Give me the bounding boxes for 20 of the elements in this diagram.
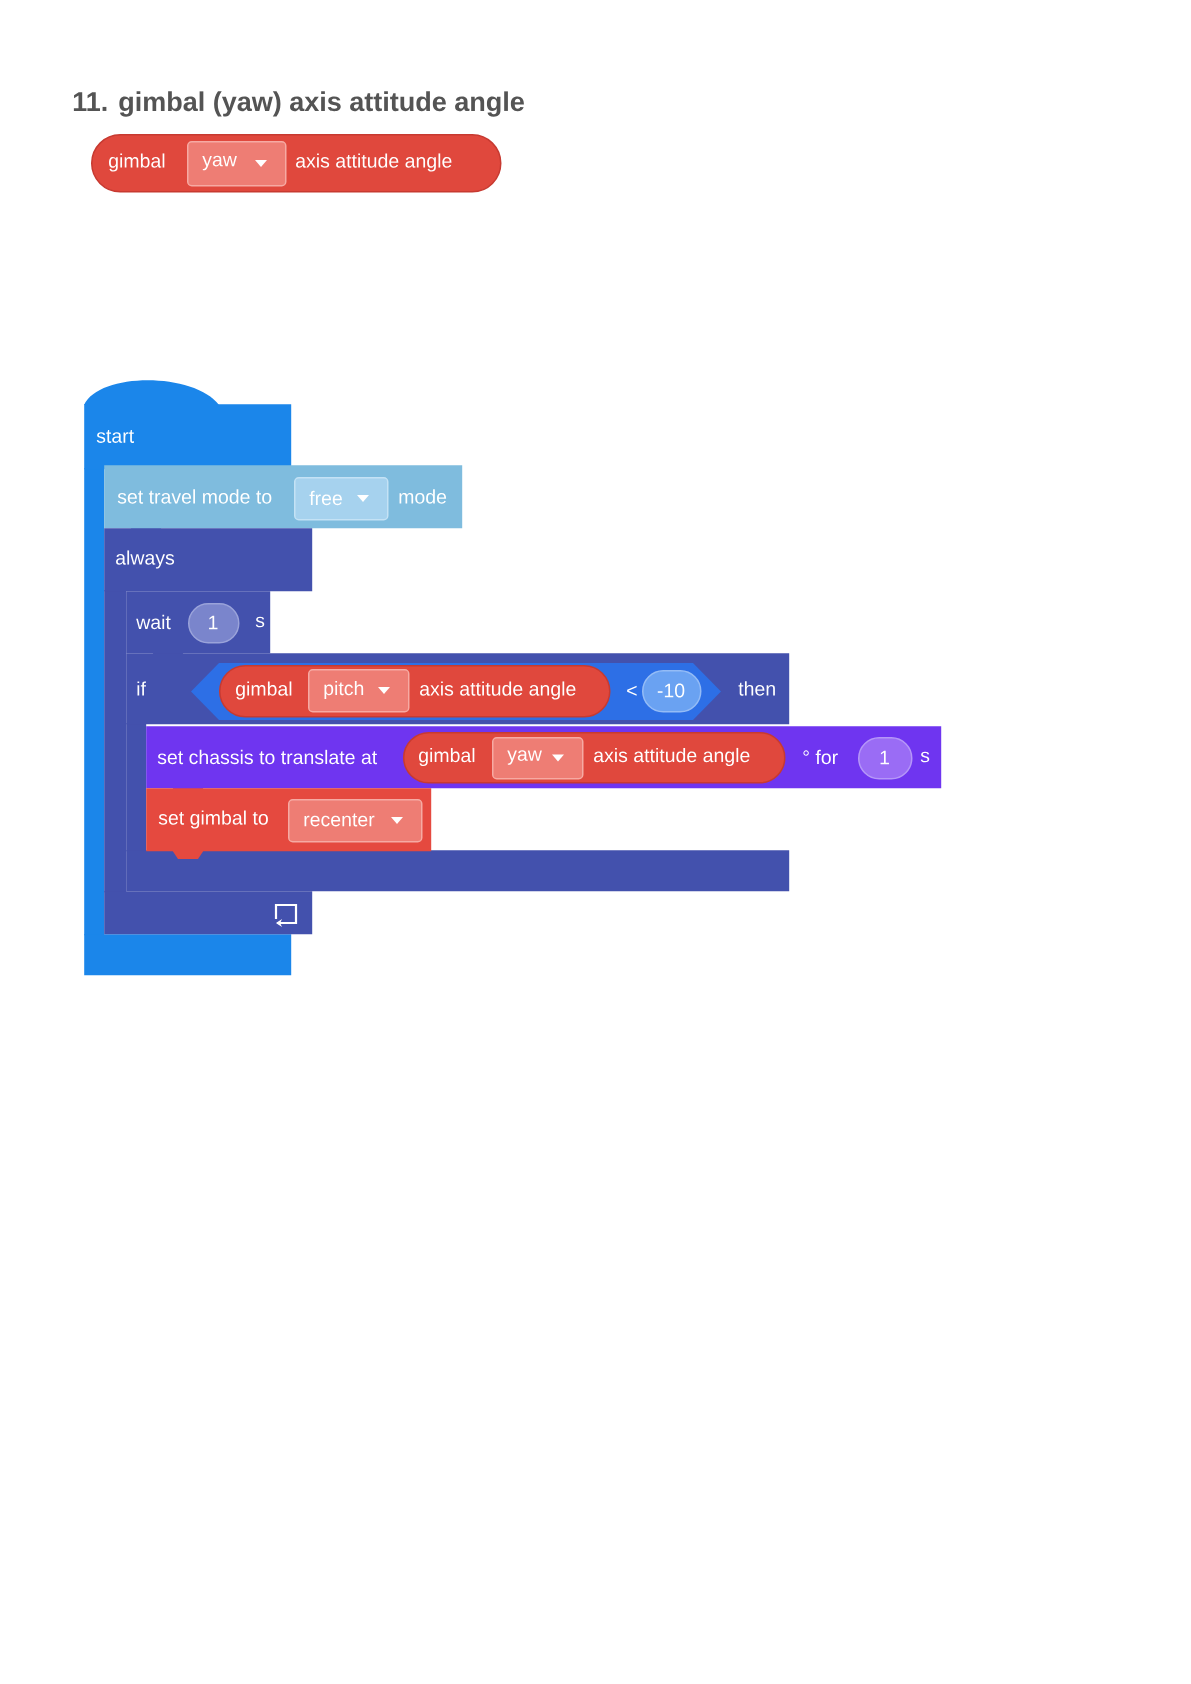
- number-input: 1: [188, 603, 240, 644]
- node-label: then: [738, 681, 775, 696]
- node-label: wait: [136, 614, 171, 630]
- node-label: always: [116, 550, 175, 569]
- dropdown-menu: free: [294, 477, 389, 521]
- dropdown-menu: yaw: [492, 737, 584, 780]
- title: 11. gimbal (yaw) axis attitude angle: [73, 91, 524, 117]
- dropdown-menu: pitch: [308, 669, 410, 713]
- block-arm: [84, 468, 105, 936]
- loop-block: always: [104, 528, 313, 592]
- node-label: if: [137, 681, 146, 696]
- node-label: s: [255, 616, 265, 628]
- hat-block: start: [84, 380, 292, 470]
- block-arm: [84, 934, 292, 976]
- dropdown-menu: yaw: [187, 141, 287, 187]
- number-input: -10: [642, 670, 702, 713]
- block-arm: [104, 891, 313, 935]
- block-arm: [126, 723, 147, 852]
- number-input: 1: [858, 737, 913, 780]
- dropdown-menu: recenter: [288, 799, 423, 843]
